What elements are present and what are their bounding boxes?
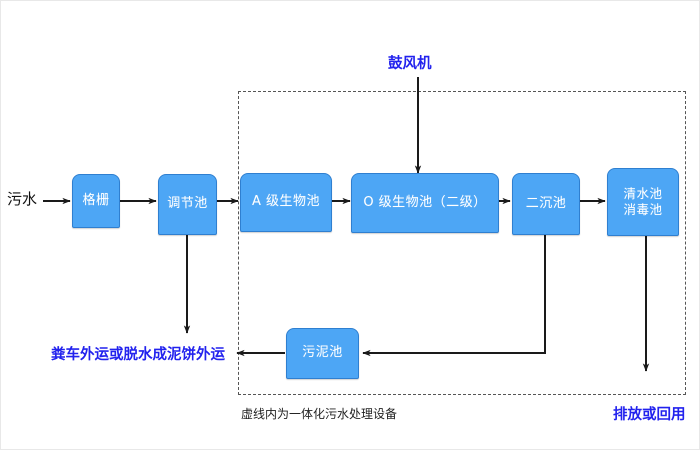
integrated-equipment-enclosure xyxy=(238,91,686,395)
clearwater-line-2: 消毒池 xyxy=(623,202,663,217)
blower-label: 鼓风机 xyxy=(388,56,432,72)
process-box-equalization[interactable]: 调节池 xyxy=(158,174,217,235)
process-box-clarifier[interactable]: 二沉池 xyxy=(512,173,580,235)
process-box-sludge-tank[interactable]: 污泥池 xyxy=(286,328,359,379)
process-box-grate[interactable]: 格栅 xyxy=(72,174,120,228)
process-box-a-stage[interactable]: A 级生物池 xyxy=(240,173,332,232)
enclosure-caption: 虚线内为一体化污水处理设备 xyxy=(241,407,398,421)
discharge-label: 排放或回用 xyxy=(613,407,686,423)
process-box-o-stage[interactable]: O 级生物池（二级） xyxy=(351,173,499,233)
sludge-disposal-label: 粪车外运或脱水成泥饼外运 xyxy=(51,347,225,363)
inlet-label: 污水 xyxy=(7,190,38,208)
clearwater-line-1: 清水池 xyxy=(623,186,663,202)
process-box-clearwater[interactable]: 清水池 消毒池 xyxy=(607,168,679,236)
